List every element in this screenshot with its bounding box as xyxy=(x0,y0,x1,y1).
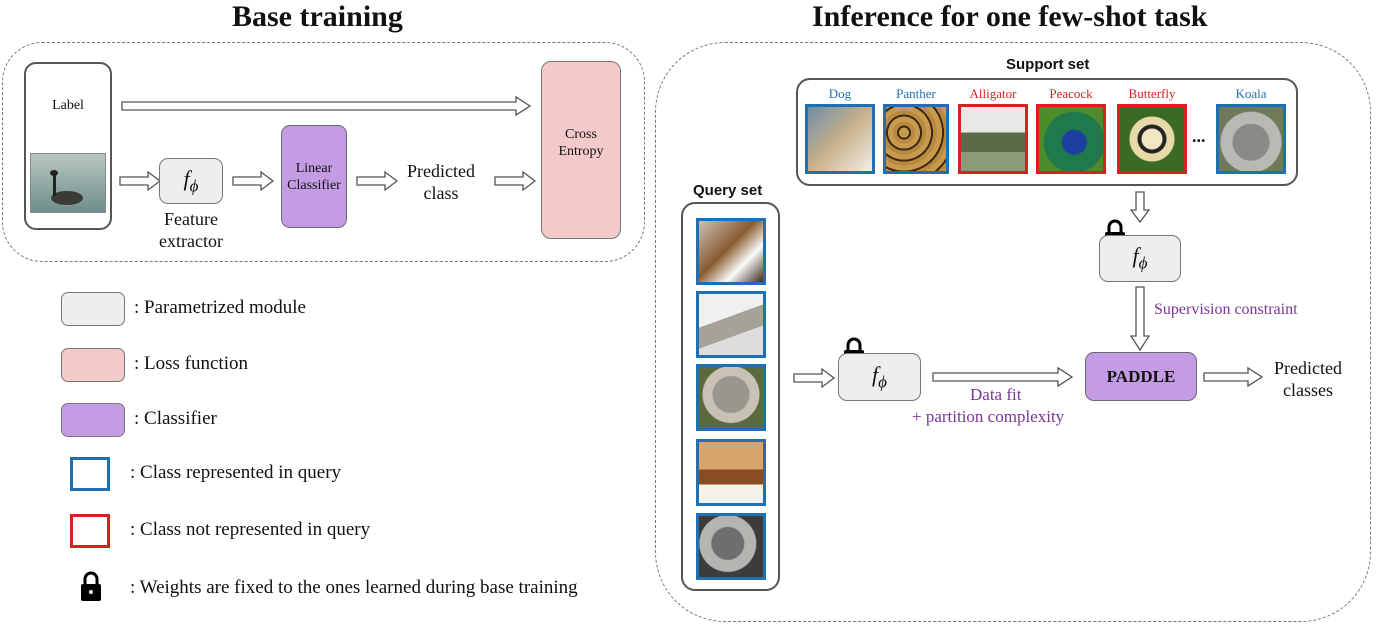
query-image-3 xyxy=(696,364,766,431)
extractor-to-paddle-datafit-arrow xyxy=(932,366,1074,388)
query-image-4 xyxy=(696,439,766,506)
legend-loss-text: : Loss function xyxy=(134,353,248,374)
f-phi-symbol: fϕ xyxy=(1132,243,1148,273)
legend-represented-swatch xyxy=(70,457,110,491)
query-set-title: Query set xyxy=(693,182,763,199)
query-feature-extractor: fϕ xyxy=(838,353,921,401)
support-set-title: Support set xyxy=(1006,56,1090,73)
data-fit-label: Data fit xyxy=(970,385,1022,404)
query-image-1 xyxy=(696,218,766,285)
query-set-container xyxy=(681,202,780,591)
support-ellipsis: ... xyxy=(1192,126,1206,146)
support-feature-extractor: fϕ xyxy=(1099,235,1181,282)
cross-entropy-box: Cross Entropy xyxy=(541,61,621,239)
query-image-2 xyxy=(696,291,766,358)
query-image-5 xyxy=(696,513,766,580)
f-phi-symbol: fϕ xyxy=(183,165,199,196)
inference-title: Inference for one few-shot task xyxy=(812,0,1208,33)
support-image-koala xyxy=(1216,104,1286,174)
goose-image xyxy=(30,153,106,213)
feature-extractor-label: Feature extractor xyxy=(159,209,223,251)
supervision-constraint-label: Supervision constraint xyxy=(1154,301,1298,318)
legend-lock-text: : Weights are fixed to the ones learned … xyxy=(130,577,578,598)
label-to-loss-arrow xyxy=(121,95,532,117)
cross-entropy-label: Cross Entropy xyxy=(558,127,604,159)
predicted-class-label: Predicted class xyxy=(407,161,475,203)
legend-classifier-text: : Classifier xyxy=(134,408,217,429)
support-label-peacock: Peacock xyxy=(1049,86,1093,101)
feature-extractor-module: fϕ xyxy=(159,158,223,204)
support-label-alligator: Alligator xyxy=(969,86,1017,101)
legend-not-represented-swatch xyxy=(70,514,110,548)
inference-panel xyxy=(655,42,1371,622)
predicted-classes-label: Predicted classes xyxy=(1274,358,1342,400)
legend-module-text: : Parametrized module xyxy=(134,297,306,318)
base-training-panel xyxy=(2,42,645,262)
support-image-butterfly xyxy=(1117,104,1187,174)
support-image-peacock xyxy=(1036,104,1106,174)
base-training-title: Base training xyxy=(232,0,403,33)
support-image-alligator xyxy=(958,104,1028,174)
legend-loss-swatch xyxy=(61,348,125,382)
linear-classifier-label: Linear Classifier xyxy=(287,160,341,193)
legend-classifier-swatch xyxy=(61,403,125,437)
lock-icon xyxy=(80,570,102,602)
legend-module-swatch xyxy=(61,292,125,326)
partition-complexity-label: + partition complexity xyxy=(912,407,1065,426)
legend-represented-text: : Class represented in query xyxy=(130,462,342,483)
support-label-dog: Dog xyxy=(828,86,852,101)
input-sample-card xyxy=(24,62,112,230)
paddle-label: PADDLE xyxy=(1106,366,1176,386)
support-image-panther xyxy=(883,104,949,174)
extractor-to-paddle-arrow xyxy=(1129,286,1151,352)
support-image-dog xyxy=(805,104,875,174)
f-phi-symbol: fϕ xyxy=(872,361,887,392)
support-label-panther: Panther xyxy=(896,86,936,101)
support-label-koala: Koala xyxy=(1235,86,1267,101)
support-label-butterfly: Butterfly xyxy=(1128,86,1176,101)
paddle-box: PADDLE xyxy=(1085,352,1197,401)
support-set-container xyxy=(796,78,1298,186)
linear-classifier-box: Linear Classifier xyxy=(281,125,347,228)
paddle-to-prediction-arrow xyxy=(1203,366,1264,388)
label-text: Label xyxy=(52,98,84,113)
legend-not-represented-text: : Class not represented in query xyxy=(130,519,371,540)
